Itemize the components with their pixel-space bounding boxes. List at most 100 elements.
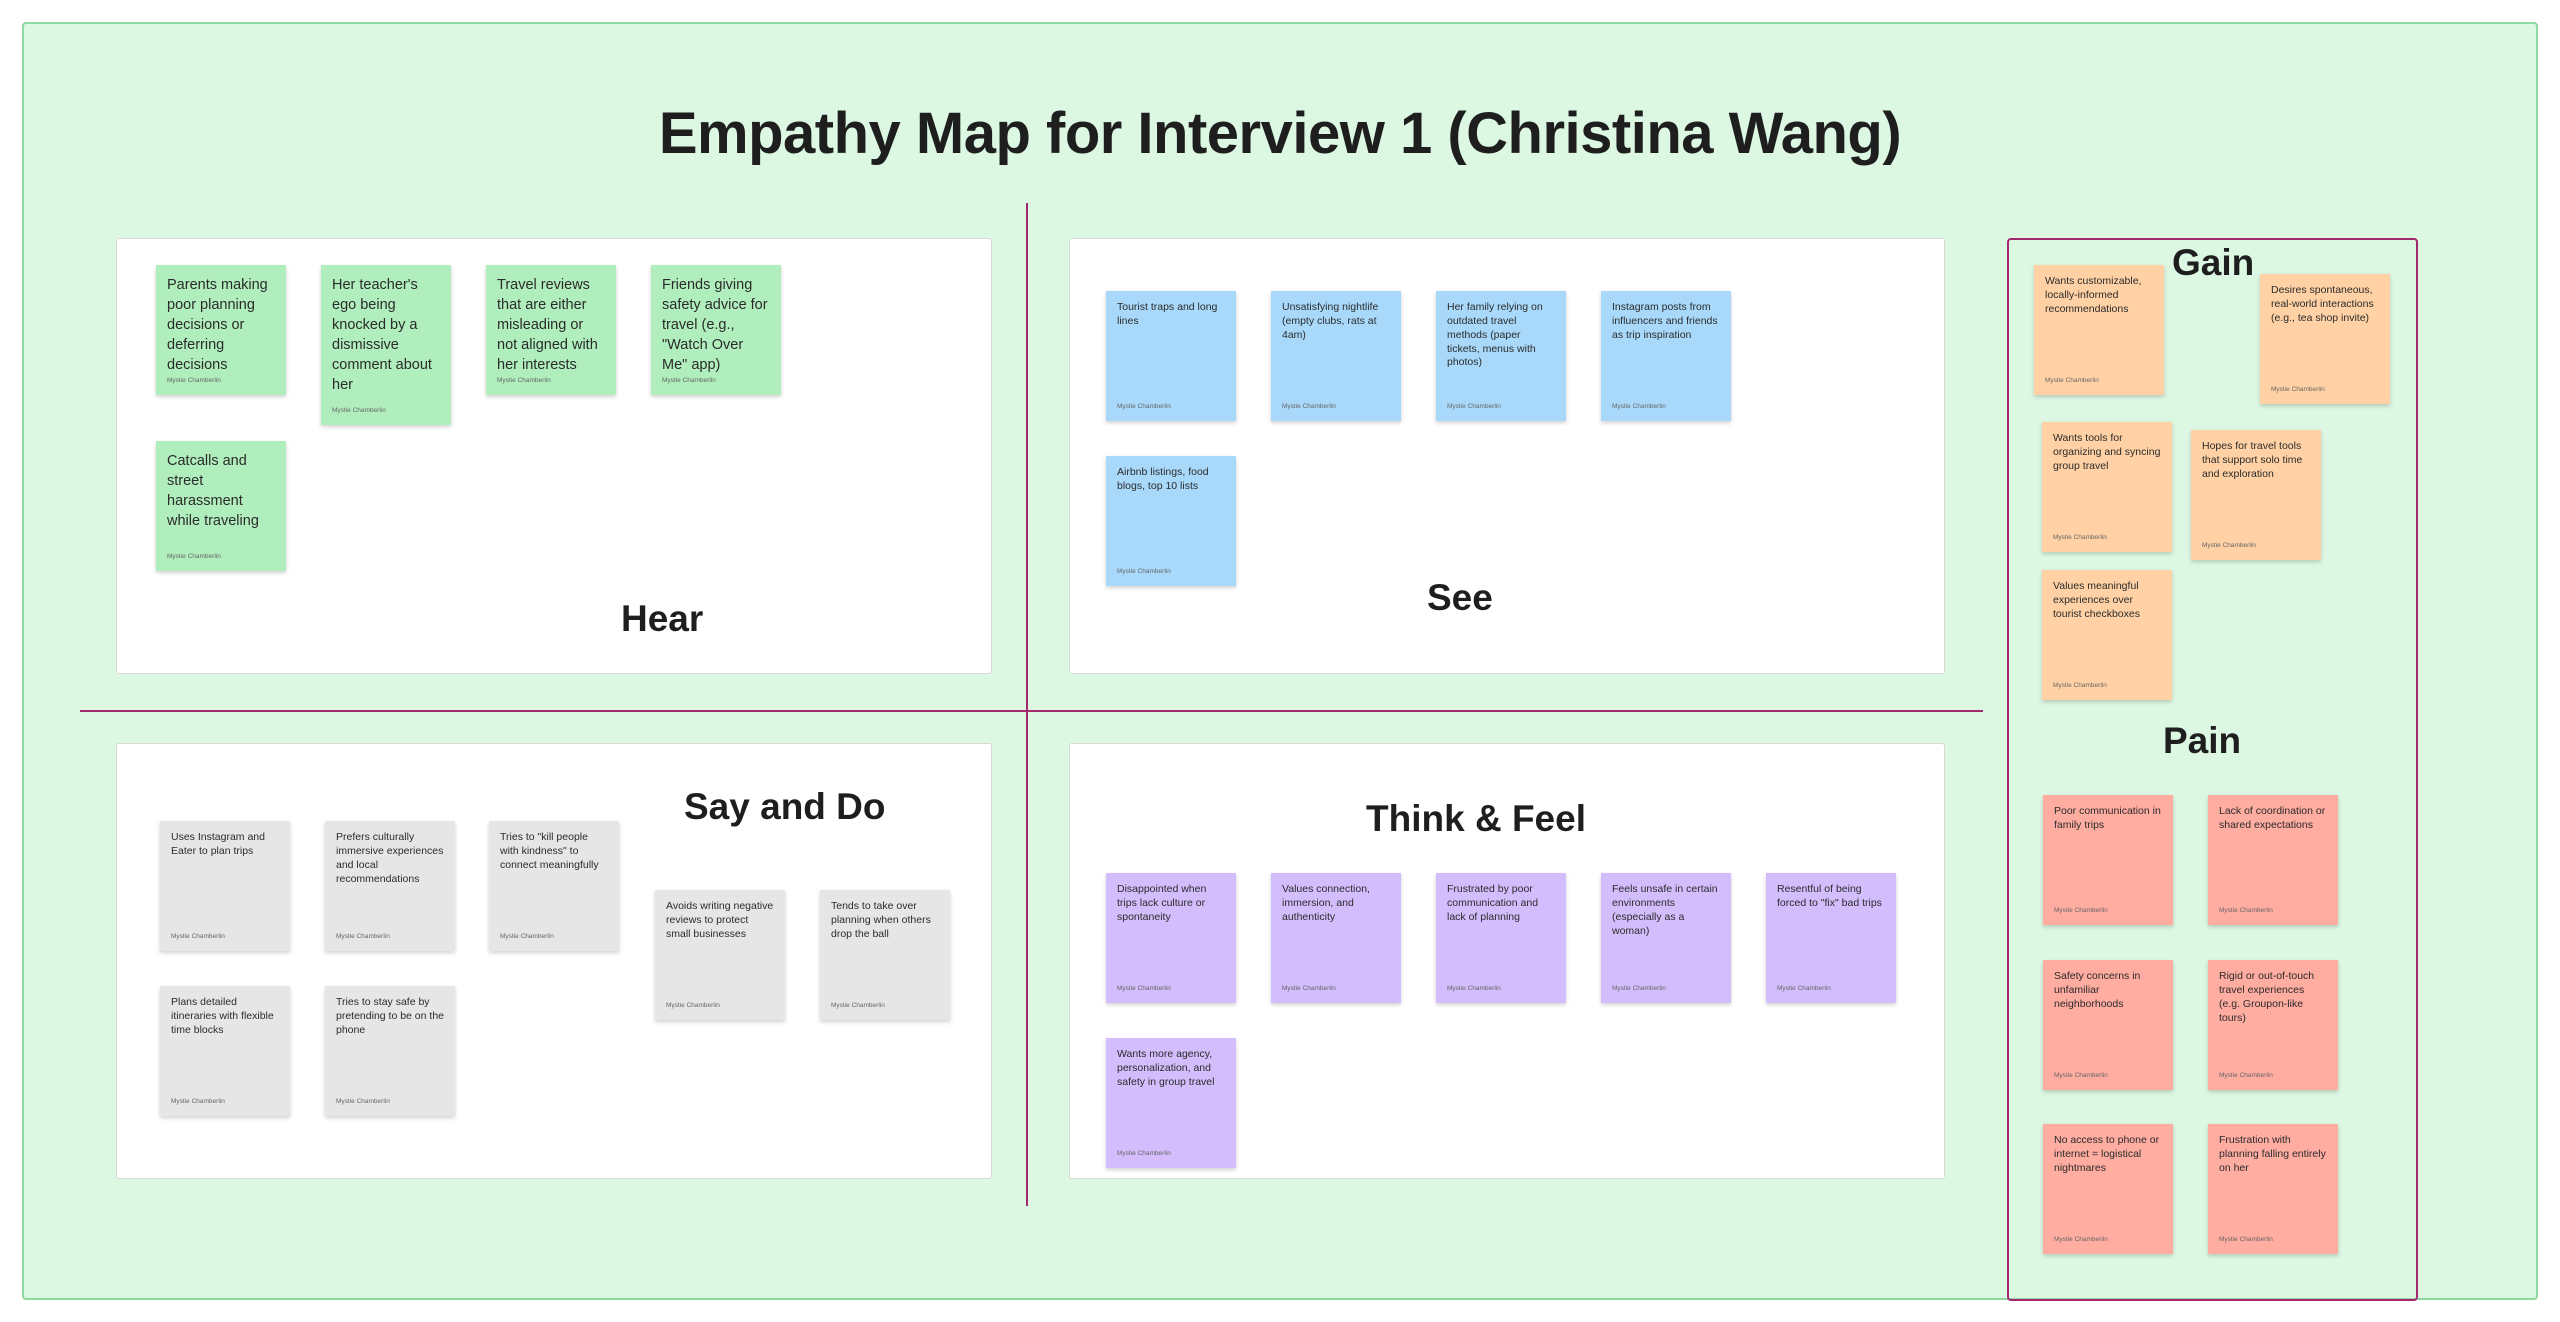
note-author: Mystie Chamberlin [336, 1098, 390, 1106]
note-text: Her teacher's ego being knocked by a dis… [332, 277, 432, 393]
note-text: Tries to stay safe by pretending to be o… [336, 996, 445, 1036]
sticky-note[interactable]: Prefers culturally immersive experiences… [325, 821, 455, 951]
note-author: Mystie Chamberlin [171, 1098, 225, 1106]
note-text: Tends to take over planning when others … [831, 900, 931, 940]
note-text: Frustration with planning falling entire… [2219, 1134, 2326, 1174]
sticky-note[interactable]: Airbnb listings, food blogs, top 10 list… [1106, 456, 1236, 586]
think-feel-label: Think & Feel [1366, 798, 1586, 839]
sticky-note[interactable]: Frustrated by poor communication and lac… [1436, 873, 1566, 1003]
sticky-note[interactable]: Wants tools for organizing and syncing g… [2042, 422, 2172, 552]
sticky-note[interactable]: Uses Instagram and Eater to plan trips M… [160, 821, 290, 951]
note-text: Prefers culturally immersive experiences… [336, 831, 444, 885]
note-author: Mystie Chamberlin [2054, 907, 2108, 915]
note-text: Safety concerns in unfamiliar neighborho… [2054, 970, 2141, 1010]
note-author: Mystie Chamberlin [1117, 403, 1171, 411]
sticky-note[interactable]: Wants more agency, personalization, and … [1106, 1038, 1236, 1168]
sticky-note[interactable]: Wants customizable, locally-informed rec… [2034, 265, 2164, 395]
sticky-note[interactable]: Values connection, immersion, and authen… [1271, 873, 1401, 1003]
note-text: Values meaningful experiences over touri… [2053, 580, 2140, 620]
note-text: Hopes for travel tools that support solo… [2202, 440, 2303, 480]
note-text: Lack of coordination or shared expectati… [2219, 805, 2326, 831]
note-text: Rigid or out-of-touch travel experiences… [2219, 970, 2315, 1024]
note-text: Travel reviews that are either misleadin… [497, 277, 598, 373]
see-label: See [1427, 577, 1493, 618]
sticky-note[interactable]: Safety concerns in unfamiliar neighborho… [2043, 960, 2173, 1090]
note-author: Mystie Chamberlin [2219, 1236, 2273, 1244]
sticky-note[interactable]: Catcalls and street harassment while tra… [156, 441, 286, 571]
gain-pain-frame [2007, 238, 2418, 1301]
note-text: Wants customizable, locally-informed rec… [2045, 275, 2142, 315]
sticky-note[interactable]: Tries to stay safe by pretending to be o… [325, 986, 455, 1116]
sticky-note[interactable]: Tourist traps and long lines Mystie Cham… [1106, 291, 1236, 421]
note-text: Desires spontaneous, real-world interact… [2271, 284, 2374, 324]
note-author: Mystie Chamberlin [1612, 403, 1666, 411]
note-author: Mystie Chamberlin [1447, 985, 1501, 993]
note-author: Mystie Chamberlin [666, 1002, 720, 1010]
sticky-note[interactable]: No access to phone or internet = logisti… [2043, 1124, 2173, 1254]
note-text: Plans detailed itineraries with flexible… [171, 996, 274, 1036]
page-title: Empathy Map for Interview 1 (Christina W… [658, 101, 1902, 166]
horizontal-divider [80, 710, 1983, 712]
note-author: Mystie Chamberlin [2054, 1236, 2108, 1244]
say-do-label: Say and Do [684, 786, 886, 827]
note-author: Mystie Chamberlin [2053, 534, 2107, 542]
note-author: Mystie Chamberlin [2045, 377, 2099, 385]
note-author: Mystie Chamberlin [332, 407, 386, 415]
sticky-note[interactable]: Her teacher's ego being knocked by a dis… [321, 265, 451, 425]
note-author: Mystie Chamberlin [1282, 985, 1336, 993]
note-text: Wants tools for organizing and syncing g… [2053, 432, 2161, 472]
note-author: Mystie Chamberlin [1282, 403, 1336, 411]
sticky-note[interactable]: Resentful of being forced to "fix" bad t… [1766, 873, 1896, 1003]
note-author: Mystie Chamberlin [2202, 542, 2256, 550]
note-author: Mystie Chamberlin [662, 377, 716, 385]
sticky-note[interactable]: Avoids writing negative reviews to prote… [655, 890, 785, 1020]
sticky-note[interactable]: Tries to "kill people with kindness" to … [489, 821, 619, 951]
vertical-divider [1026, 203, 1028, 1206]
note-text: Parents making poor planning decisions o… [167, 277, 268, 373]
note-author: Mystie Chamberlin [167, 553, 221, 561]
note-author: Mystie Chamberlin [1612, 985, 1666, 993]
note-text: Her family relying on outdated travel me… [1447, 301, 1543, 369]
sticky-note[interactable]: Friends giving safety advice for travel … [651, 265, 781, 395]
sticky-note[interactable]: Travel reviews that are either misleadin… [486, 265, 616, 395]
sticky-note[interactable]: Instagram posts from influencers and fri… [1601, 291, 1731, 421]
sticky-note[interactable]: Plans detailed itineraries with flexible… [160, 986, 290, 1116]
note-author: Mystie Chamberlin [500, 933, 554, 941]
sticky-note[interactable]: Disappointed when trips lack culture or … [1106, 873, 1236, 1003]
note-text: Feels unsafe in certain environments (es… [1612, 883, 1718, 937]
hear-label: Hear [621, 598, 704, 639]
note-text: Tourist traps and long lines [1117, 301, 1218, 327]
sticky-note[interactable]: Values meaningful experiences over touri… [2042, 570, 2172, 700]
note-author: Mystie Chamberlin [1447, 403, 1501, 411]
note-text: Disappointed when trips lack culture or … [1117, 883, 1207, 923]
note-author: Mystie Chamberlin [2219, 1072, 2273, 1080]
sticky-note[interactable]: Her family relying on outdated travel me… [1436, 291, 1566, 421]
sticky-note[interactable]: Poor communication in family trips Mysti… [2043, 795, 2173, 925]
note-author: Mystie Chamberlin [1117, 568, 1171, 576]
sticky-note[interactable]: Unsatisfying nightlife (empty clubs, rat… [1271, 291, 1401, 421]
note-text: Values connection, immersion, and authen… [1282, 883, 1370, 923]
sticky-note[interactable]: Desires spontaneous, real-world interact… [2260, 274, 2390, 404]
note-author: Mystie Chamberlin [1117, 985, 1171, 993]
note-text: Friends giving safety advice for travel … [662, 277, 768, 373]
note-author: Mystie Chamberlin [2219, 907, 2273, 915]
sticky-note[interactable]: Lack of coordination or shared expectati… [2208, 795, 2338, 925]
note-author: Mystie Chamberlin [1777, 985, 1831, 993]
note-text: Wants more agency, personalization, and … [1117, 1048, 1215, 1088]
note-text: Unsatisfying nightlife (empty clubs, rat… [1282, 301, 1379, 341]
sticky-note[interactable]: Frustration with planning falling entire… [2208, 1124, 2338, 1254]
sticky-note[interactable]: Feels unsafe in certain environments (es… [1601, 873, 1731, 1003]
gain-label: Gain [2172, 242, 2255, 283]
note-author: Mystie Chamberlin [831, 1002, 885, 1010]
note-author: Mystie Chamberlin [497, 377, 551, 385]
sticky-note[interactable]: Parents making poor planning decisions o… [156, 265, 286, 395]
note-text: Tries to "kill people with kindness" to … [500, 831, 599, 871]
note-text: Uses Instagram and Eater to plan trips [171, 831, 265, 857]
note-text: Resentful of being forced to "fix" bad t… [1777, 883, 1882, 909]
note-text: Avoids writing negative reviews to prote… [666, 900, 774, 940]
sticky-note[interactable]: Tends to take over planning when others … [820, 890, 950, 1020]
note-author: Mystie Chamberlin [171, 933, 225, 941]
sticky-note[interactable]: Hopes for travel tools that support solo… [2191, 430, 2321, 560]
note-author: Mystie Chamberlin [1117, 1150, 1171, 1158]
sticky-note[interactable]: Rigid or out-of-touch travel experiences… [2208, 960, 2338, 1090]
